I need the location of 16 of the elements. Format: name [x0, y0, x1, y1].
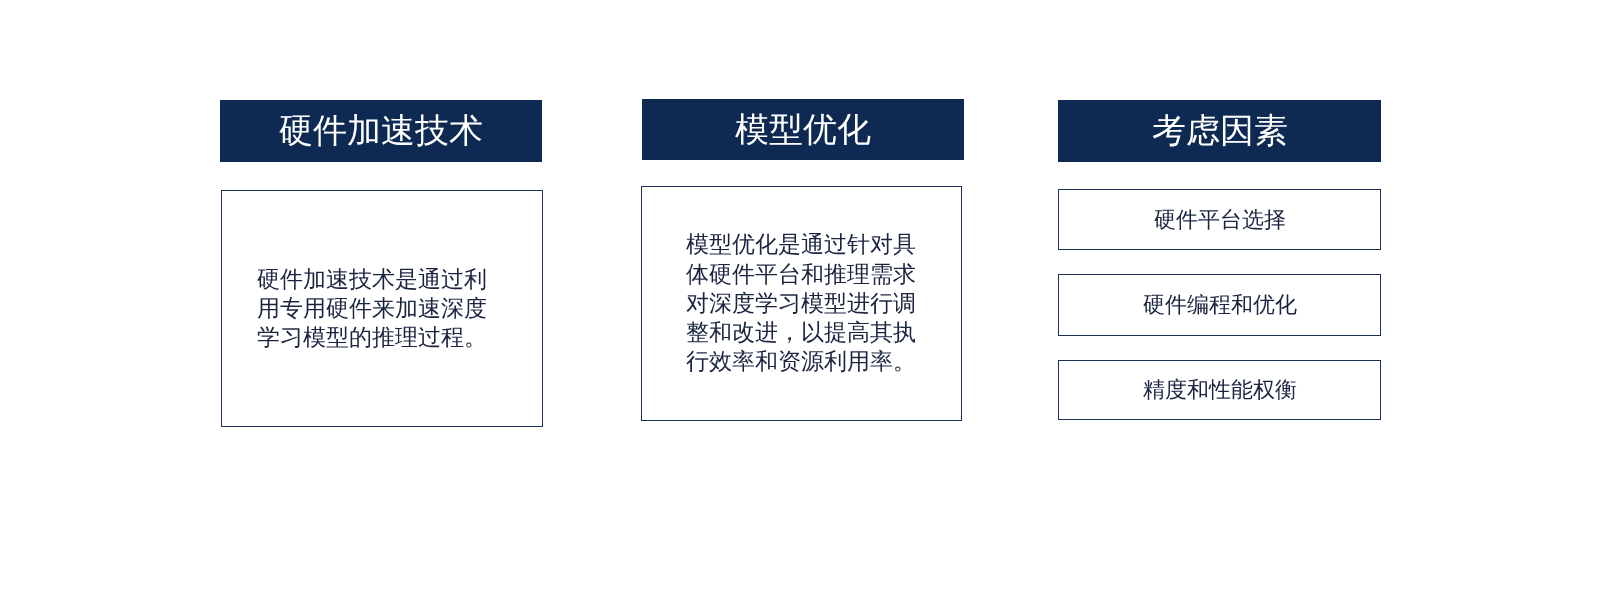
description-card: [221, 190, 543, 427]
section-header: [642, 99, 964, 160]
factor-text: 硬件编程和优化: [1142, 291, 1297, 319]
description-text: 硬件加速技术是通过利用专用硬件来加速深度学习模型的推理过程。: [257, 264, 488, 353]
description-text: 模型优化是通过针对具体硬件平台和推理需求对深度学习模型进行调整和改进，以提高其执行效率和资源利用率。: [685, 230, 917, 377]
header-text: 硬件加速技术: [279, 109, 483, 152]
header-text: 考虑因素: [1151, 109, 1288, 152]
factor-text: 硬件平台选择: [1153, 205, 1286, 234]
section-header: [1058, 100, 1381, 162]
section-header: [220, 100, 542, 162]
factor-box: [1058, 274, 1381, 336]
factor-text: 精度和性能权衡: [1142, 376, 1297, 404]
description-card: [641, 186, 962, 421]
factor-box: [1058, 189, 1381, 250]
header-text: 模型优化: [735, 107, 871, 151]
factor-box: [1058, 360, 1381, 420]
